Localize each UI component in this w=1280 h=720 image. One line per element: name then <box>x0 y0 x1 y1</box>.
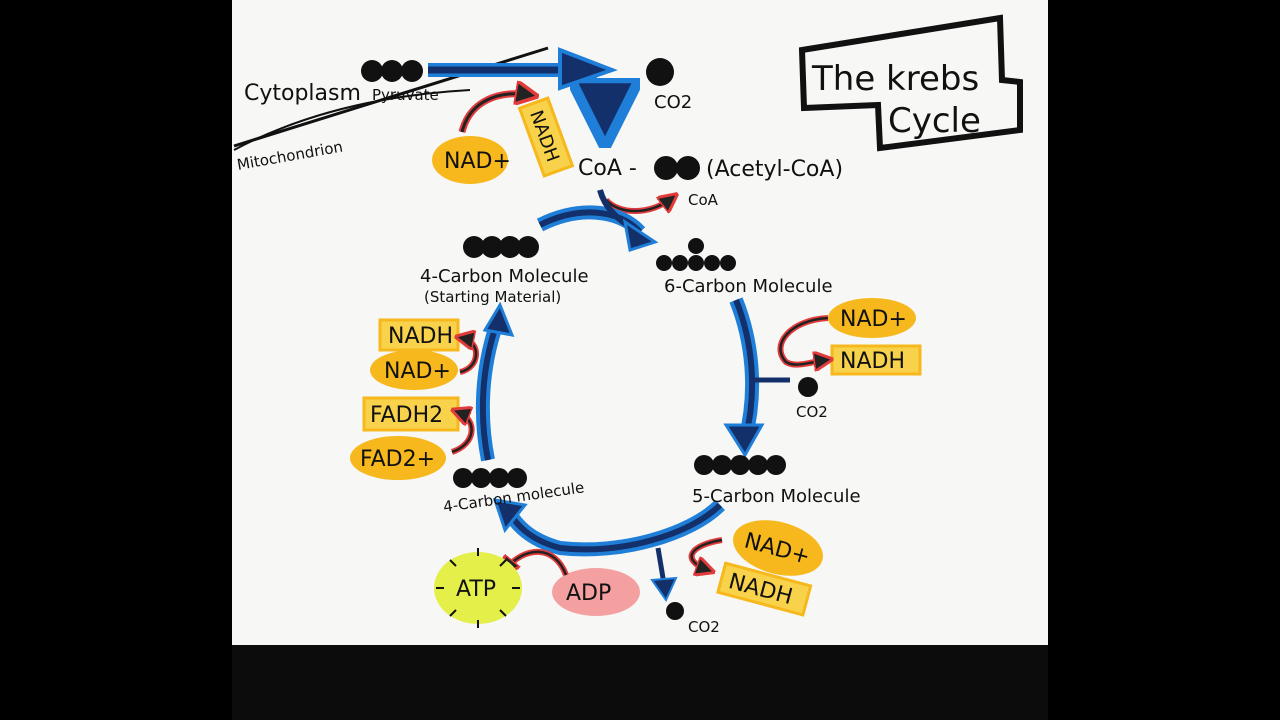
coa-prefix-label: CoA - <box>578 156 637 181</box>
co2-right-molecule <box>798 377 818 397</box>
four-carbon-start-molecule <box>463 236 539 258</box>
four-carbon-bottom-molecule <box>453 468 527 488</box>
co2-bottom-molecule <box>666 602 684 620</box>
pyruvate-molecule <box>361 60 423 82</box>
fad-left-badge <box>350 436 446 480</box>
cycle-arrows <box>475 189 790 603</box>
nad-right-red-arrow <box>777 315 829 368</box>
five-carbon-label: 5-Carbon Molecule <box>692 486 861 507</box>
acetyl-coa-molecule <box>654 156 700 180</box>
atp-label: ATP <box>456 577 496 602</box>
nad-plus-left-label: NAD+ <box>384 359 451 384</box>
nad-plus-top-badge <box>432 136 508 184</box>
four-carbon-start-label: 4-Carbon Molecule <box>420 266 589 287</box>
co2-bottom-label: CO2 <box>688 618 720 636</box>
six-carbon-molecule <box>656 238 736 271</box>
acetyl-coa-label: (Acetyl-CoA) <box>706 157 843 182</box>
nadh-left-label: NADH <box>388 324 453 349</box>
atp-badge: ATP <box>434 548 522 628</box>
adp-label: ADP <box>566 581 611 606</box>
coa-small-label: CoA <box>688 191 719 209</box>
title-line-2: Cycle <box>888 101 981 141</box>
title-box: The krebs Cycle <box>798 14 1023 152</box>
fad-left-label: FAD2+ <box>360 447 435 472</box>
adp-badge <box>552 568 640 616</box>
title-line-1: The krebs <box>811 59 979 99</box>
fadh2-left-label: FADH2 <box>370 403 443 428</box>
four-carbon-start-sublabel: (Starting Material) <box>424 288 561 306</box>
mitochondrion-label: Mitochondrion <box>236 138 345 174</box>
cytoplasm-label: Cytoplasm <box>244 81 361 106</box>
five-carbon-molecule <box>694 455 786 475</box>
mitochondrion-membrane-line <box>233 89 471 151</box>
co2-top-molecule <box>646 58 674 86</box>
nadh-top-box: NADH <box>517 96 575 178</box>
six-carbon-label: 6-Carbon Molecule <box>664 276 833 297</box>
nad-plus-bottom-badge: NAD+ <box>733 520 823 576</box>
pyruvate-label: Pyruvate <box>372 86 439 104</box>
co2-top-label: CO2 <box>654 92 692 113</box>
nadh-left-box <box>378 318 460 352</box>
co2-right-label: CO2 <box>796 403 828 421</box>
nad-plus-top-label: NAD+ <box>444 149 511 174</box>
dark-surface <box>232 645 1048 720</box>
nad-plus-right-label: NAD+ <box>840 307 907 332</box>
nad-plus-left-badge <box>370 350 458 390</box>
nad-plus-right-badge <box>828 298 916 338</box>
nad-left-red-arrow <box>459 335 479 375</box>
nadh-right-label: NADH <box>840 349 905 374</box>
